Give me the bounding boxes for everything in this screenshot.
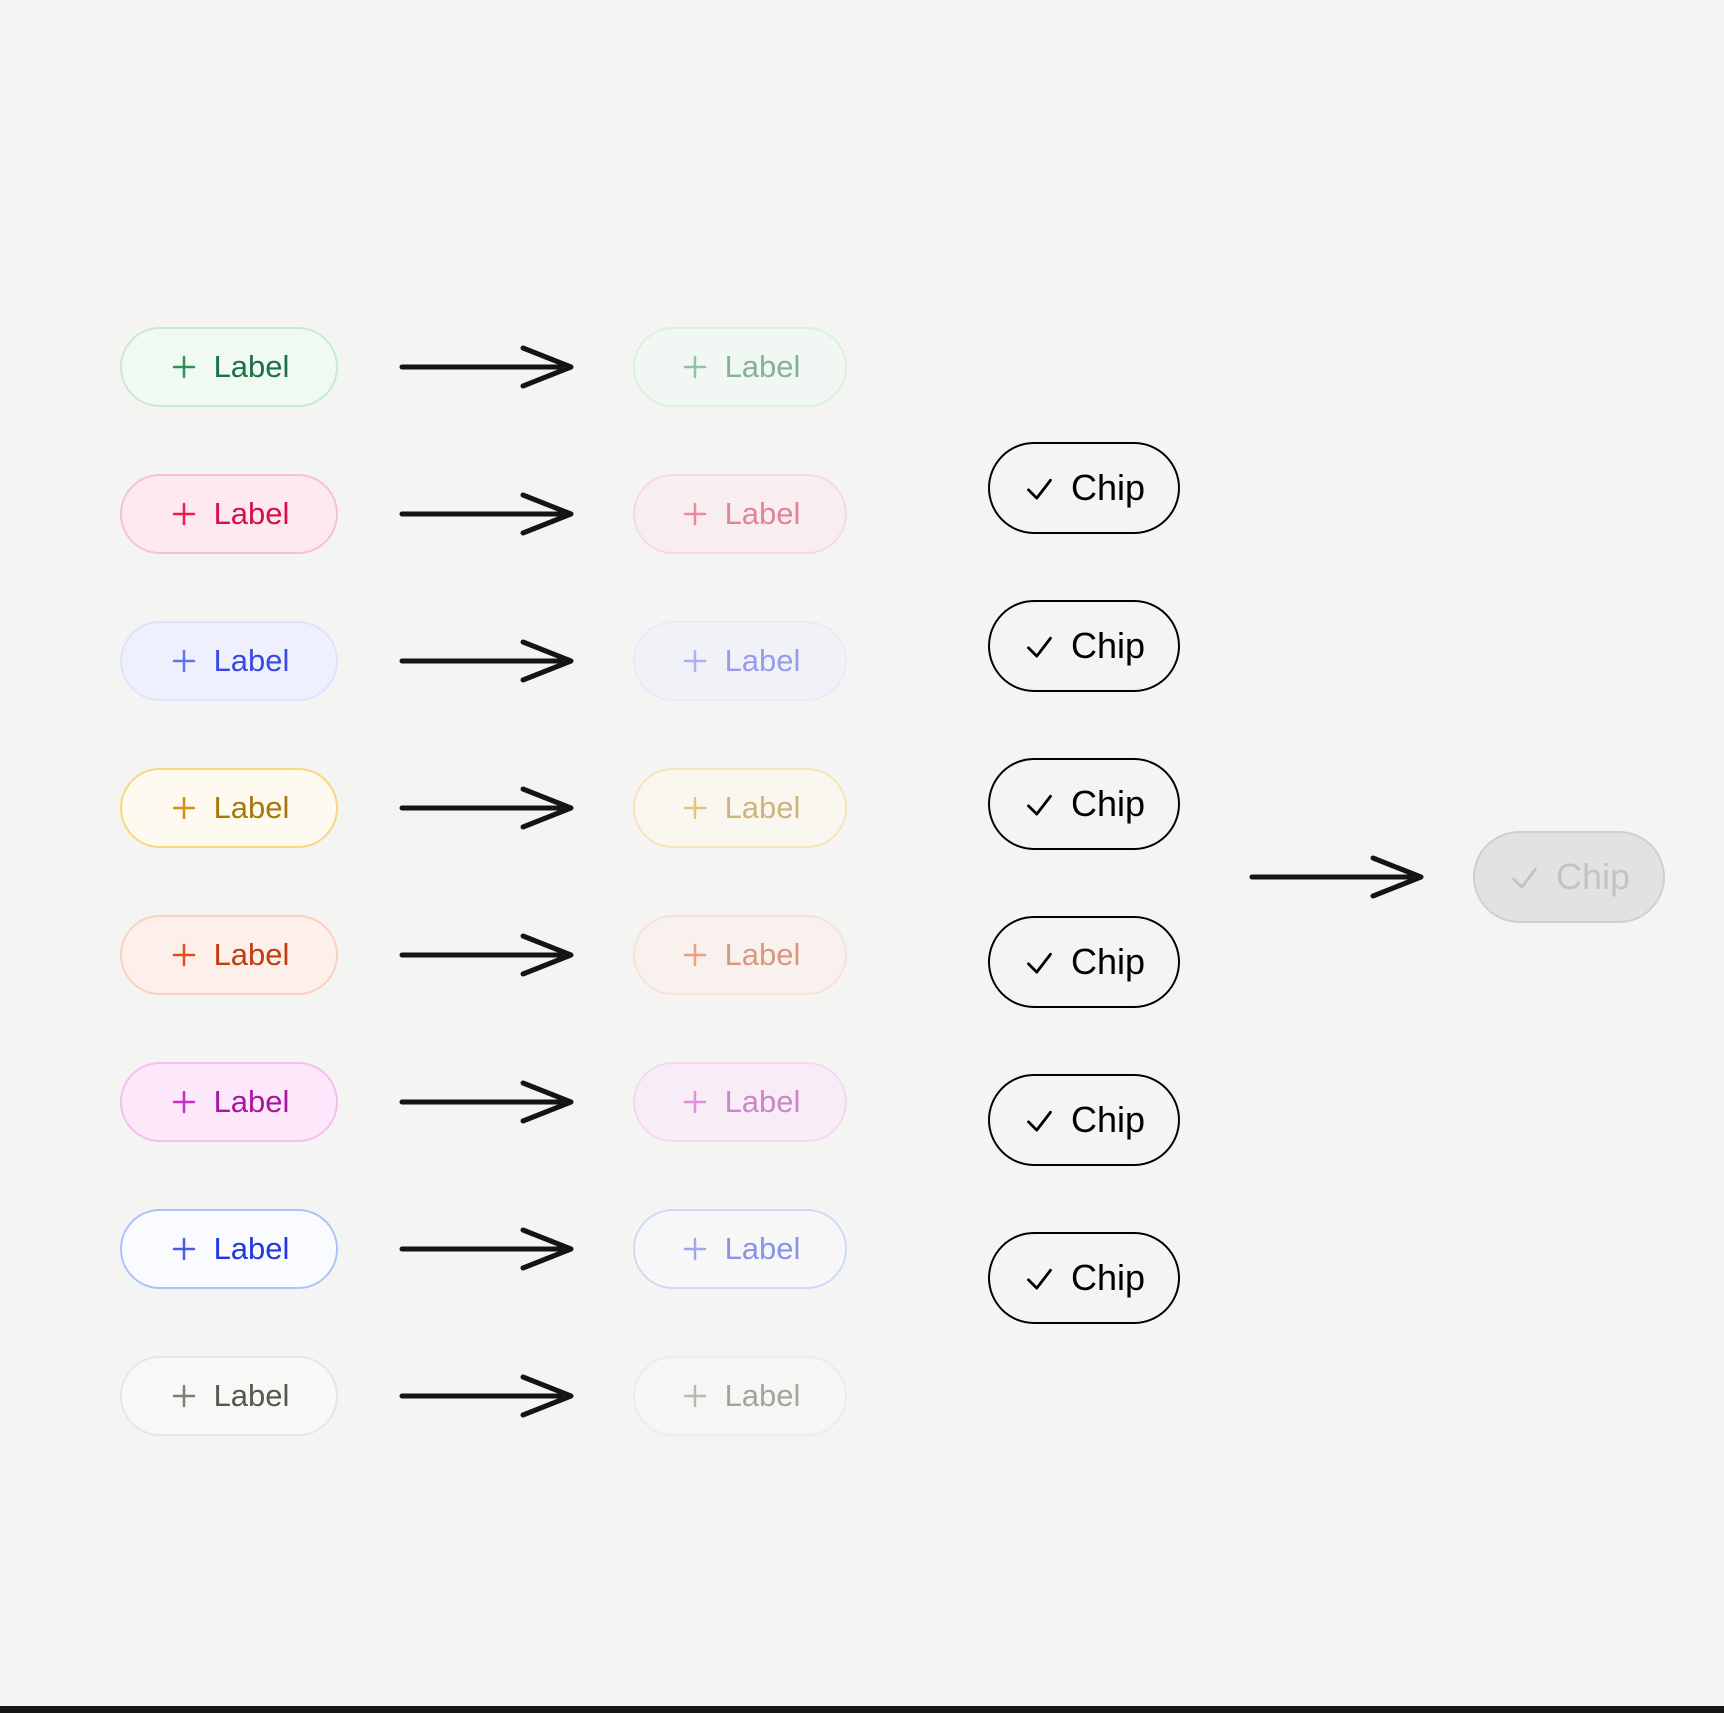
- add-label-chip-disabled: Label: [633, 1356, 847, 1436]
- chip-text: Chip: [1070, 467, 1146, 508]
- arrow-right-icon: [1249, 853, 1429, 901]
- add-label-chip-disabled: Label: [633, 474, 847, 554]
- chip-text: Chip: [1070, 1257, 1146, 1298]
- label-row: Label Label: [120, 621, 847, 701]
- chip-selected[interactable]: Chip: [988, 442, 1180, 534]
- arrow-right-icon: [399, 490, 579, 538]
- label-chip-text: Label: [213, 937, 290, 972]
- chip-selected[interactable]: Chip: [988, 1074, 1180, 1166]
- check-icon: [1023, 946, 1056, 979]
- label-chip-text: Label: [213, 790, 290, 825]
- add-label-chip-disabled: Label: [633, 621, 847, 701]
- plus-icon: [680, 1381, 710, 1411]
- label-chip-disabled-text: Label: [724, 349, 801, 384]
- label-chip-text: Label: [213, 496, 290, 531]
- plus-icon: [169, 793, 199, 823]
- arrow-right-icon: [399, 1225, 579, 1273]
- label-row: Label Label: [120, 327, 847, 407]
- check-icon: [1023, 472, 1056, 505]
- plus-icon: [169, 1234, 199, 1264]
- plus-icon: [169, 1381, 199, 1411]
- label-row: Label Label: [120, 915, 847, 995]
- arrow-right-icon: [399, 1372, 579, 1420]
- add-label-chip[interactable]: Label: [120, 915, 338, 995]
- chip-text: Chip: [1070, 783, 1146, 824]
- label-rows-group: Label Label Lab: [120, 327, 847, 1503]
- check-icon: [1023, 630, 1056, 663]
- label-row: Label Label: [120, 768, 847, 848]
- arrow-right-icon: [399, 931, 579, 979]
- plus-icon: [169, 352, 199, 382]
- add-label-chip-disabled: Label: [633, 768, 847, 848]
- add-label-chip[interactable]: Label: [120, 768, 338, 848]
- chip-selected[interactable]: Chip: [988, 758, 1180, 850]
- label-row: Label Label: [120, 1209, 847, 1289]
- label-chip-text: Label: [213, 643, 290, 678]
- add-label-chip[interactable]: Label: [120, 1209, 338, 1289]
- label-chip-text: Label: [213, 1084, 290, 1119]
- label-row: Label Label: [120, 1062, 847, 1142]
- plus-icon: [680, 352, 710, 382]
- label-chip-disabled-text: Label: [724, 643, 801, 678]
- plus-icon: [169, 940, 199, 970]
- add-label-chip[interactable]: Label: [120, 1356, 338, 1436]
- check-icon: [1023, 1104, 1056, 1137]
- chip-selected[interactable]: Chip: [988, 600, 1180, 692]
- arrow-right-icon: [399, 637, 579, 685]
- arrow-right-icon: [399, 343, 579, 391]
- plus-icon: [680, 499, 710, 529]
- add-label-chip-disabled: Label: [633, 1209, 847, 1289]
- label-row: Label Label: [120, 1356, 847, 1436]
- chip-selected[interactable]: Chip: [988, 916, 1180, 1008]
- chip-text: Chip: [1070, 941, 1146, 982]
- arrow-right-icon: [399, 784, 579, 832]
- chip-selected[interactable]: Chip: [988, 1232, 1180, 1324]
- chip-disabled: Chip: [1473, 831, 1665, 923]
- chip-disabled-text: Chip: [1555, 856, 1631, 897]
- plus-icon: [680, 793, 710, 823]
- arrow-right-icon: [399, 1078, 579, 1126]
- plus-icon: [169, 1087, 199, 1117]
- check-icon: [1023, 788, 1056, 821]
- label-chip-text: Label: [213, 349, 290, 384]
- add-label-chip[interactable]: Label: [120, 621, 338, 701]
- plus-icon: [169, 646, 199, 676]
- check-icon: [1023, 1262, 1056, 1295]
- label-chip-disabled-text: Label: [724, 1378, 801, 1413]
- plus-icon: [169, 499, 199, 529]
- add-label-chip[interactable]: Label: [120, 327, 338, 407]
- plus-icon: [680, 940, 710, 970]
- label-row: Label Label: [120, 474, 847, 554]
- label-chip-text: Label: [213, 1378, 290, 1413]
- window-bottom-edge: [0, 1706, 1724, 1713]
- add-label-chip-disabled: Label: [633, 327, 847, 407]
- add-label-chip[interactable]: Label: [120, 1062, 338, 1142]
- label-chip-disabled-text: Label: [724, 790, 801, 825]
- label-chip-disabled-text: Label: [724, 937, 801, 972]
- chip-column: Chip Chip Chip Chip Chip: [988, 442, 1180, 1390]
- label-chip-disabled-text: Label: [724, 496, 801, 531]
- add-label-chip-disabled: Label: [633, 915, 847, 995]
- add-label-chip-disabled: Label: [633, 1062, 847, 1142]
- plus-icon: [680, 646, 710, 676]
- label-chip-disabled-text: Label: [724, 1084, 801, 1119]
- label-chip-text: Label: [213, 1231, 290, 1266]
- check-icon: [1508, 861, 1541, 894]
- add-label-chip[interactable]: Label: [120, 474, 338, 554]
- chip-text: Chip: [1070, 1099, 1146, 1140]
- label-chip-disabled-text: Label: [724, 1231, 801, 1266]
- chip-text: Chip: [1070, 625, 1146, 666]
- plus-icon: [680, 1087, 710, 1117]
- plus-icon: [680, 1234, 710, 1264]
